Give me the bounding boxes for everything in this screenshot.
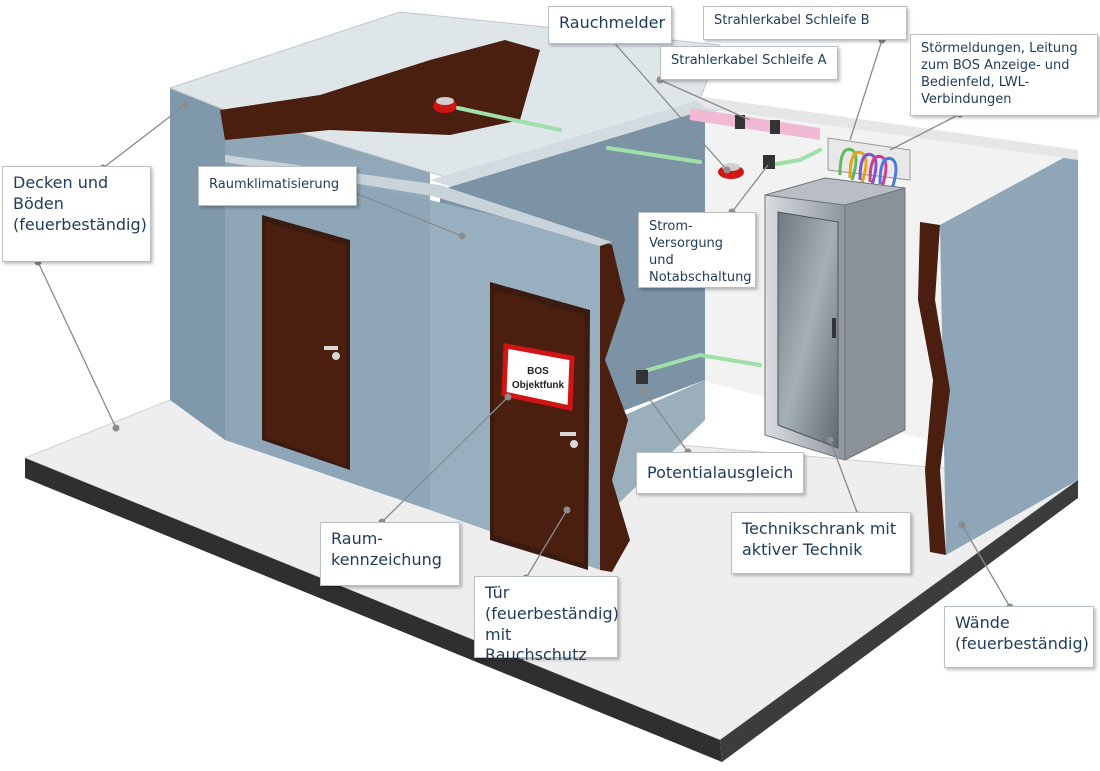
bos-sign-line2: Objektfunk (512, 380, 565, 391)
equipotential-terminal (636, 370, 648, 384)
label-strahlerkabel-schleife-b: Strahlerkabel Schleife B (703, 6, 907, 40)
power-socket (763, 155, 775, 169)
label-stromversorgung: Strom- Versorgung und Notabschaltung (638, 212, 756, 288)
label-raumkennzeichnung: Raum- kennzeichung (320, 522, 460, 586)
floor-slab (23, 399, 1080, 762)
left-door (262, 215, 350, 470)
label-decken-und-boeden: Decken und Böden (feuerbeständig) (2, 166, 151, 262)
label-waende: Wände (feuerbeständig) (944, 606, 1094, 668)
label-raumklimatisierung: Raumklimatisierung (198, 166, 357, 206)
label-technikschrank: Technikschrank mit aktiver Technik (731, 512, 911, 574)
label-potentialausgleich: Potentialausgleich (636, 452, 804, 494)
label-tuer: Tür (feuerbeständig) mit Rauchschutz (474, 576, 619, 664)
label-rauchmelder: Rauchmelder (548, 6, 672, 44)
cable-panel (827, 137, 911, 190)
leader-lines (34, 34, 1014, 611)
label-stoermeldungen: Störmeldungen, Leitung zum BOS Anzeige- … (910, 34, 1098, 116)
bos-room-door (490, 282, 590, 570)
cable-conduit (690, 108, 820, 140)
radiating-cables (456, 106, 822, 372)
bos-sign: BOS Objektfunk (501, 343, 575, 412)
label-strahlerkabel-schleife-a: Strahlerkabel Schleife A (660, 46, 838, 80)
technical-cabinet (764, 177, 906, 461)
smoke-detector-1 (433, 97, 457, 113)
bos-sign-line1: BOS (527, 366, 549, 377)
right-wall (690, 95, 1078, 555)
